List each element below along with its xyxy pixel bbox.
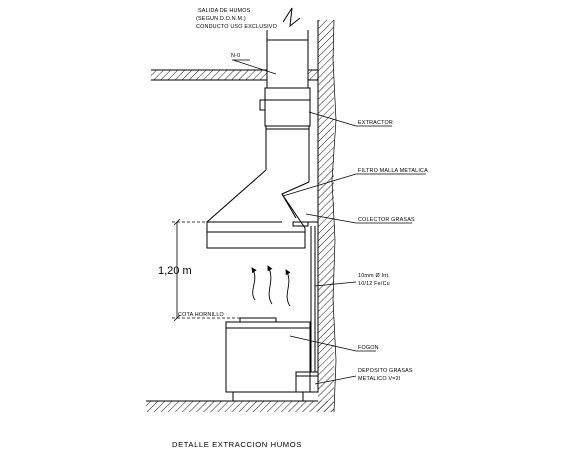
- label-cota-hornillo: COTA HORNILLO: [178, 312, 224, 318]
- label-salida-2: (SEGUN D.O.N.M.): [196, 16, 246, 22]
- label-height: 1,20 m: [158, 265, 192, 277]
- grease-tank: [295, 371, 319, 393]
- label-n0: N-0: [231, 53, 240, 59]
- label-filtro: FILTRO MALLA METALICA: [358, 168, 428, 174]
- heat-flow-arrows: [251, 265, 291, 307]
- label-tubo-1: 10mm Ø Int.: [358, 273, 390, 279]
- drawing-title: DETALLE EXTRACCION HUMOS: [172, 440, 302, 449]
- chimney-duct: [266, 7, 309, 89]
- stove: [225, 317, 311, 401]
- height-dimension: [172, 218, 240, 322]
- grease-drain-tube: [310, 226, 316, 372]
- label-tubo-2: 10/12 Fe/Cu: [358, 281, 390, 287]
- annotations: SALIDA DE HUMOS (SEGUN D.O.N.M.) CONDUCT…: [158, 8, 428, 449]
- label-deposito-2: METALICO V=2l: [358, 376, 400, 382]
- extractor-unit: [259, 87, 311, 182]
- leader-lines: [232, 59, 426, 385]
- ceiling-slab: [151, 69, 318, 81]
- label-salida-1: SALIDA DE HUMOS: [198, 8, 251, 14]
- label-fogon: FOGON: [358, 345, 379, 351]
- extraction-hood: [206, 169, 318, 249]
- label-salida-3: CONDUCTO USO EXCLUSIVO: [196, 24, 277, 30]
- label-deposito-1: DEPOSITO GRASAS: [358, 368, 413, 374]
- floor: [146, 400, 334, 412]
- wall: [317, 19, 337, 413]
- label-extractor: EXTRACTOR: [358, 120, 393, 126]
- label-colector: COLECTOR GRASAS: [358, 217, 415, 223]
